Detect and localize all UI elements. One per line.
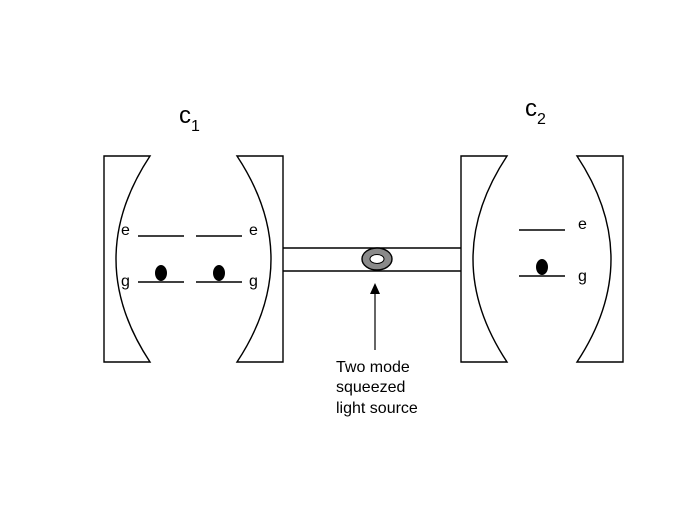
cavity1-right-mirror <box>235 155 284 363</box>
cavity1-atom1-excited-label: e <box>121 222 130 239</box>
cavity2-right-mirror <box>575 155 624 363</box>
source-caption: Two mode squeezed light source <box>336 359 418 417</box>
cavity2-atom-ground-label: g <box>578 268 587 285</box>
cavity1-atom2-ground-label: g <box>249 273 258 290</box>
cavity2-atom-excited-label: e <box>578 216 587 233</box>
cavity1-atom1-electron <box>155 265 167 281</box>
squeezed-source-core <box>369 254 385 264</box>
cavity1-label: c1 <box>179 102 200 135</box>
source-arrow-head <box>370 283 380 294</box>
cavity1-atom1-ground-label: g <box>121 273 130 290</box>
cavity1-atom2-excited-label: e <box>249 222 258 239</box>
cavity2-atom-electron <box>536 259 548 275</box>
cavity2-label: c2 <box>525 95 546 128</box>
cavity1-atom2-electron <box>213 265 225 281</box>
cavity1-left-mirror <box>103 155 152 363</box>
cavity2-left-mirror <box>460 155 509 363</box>
